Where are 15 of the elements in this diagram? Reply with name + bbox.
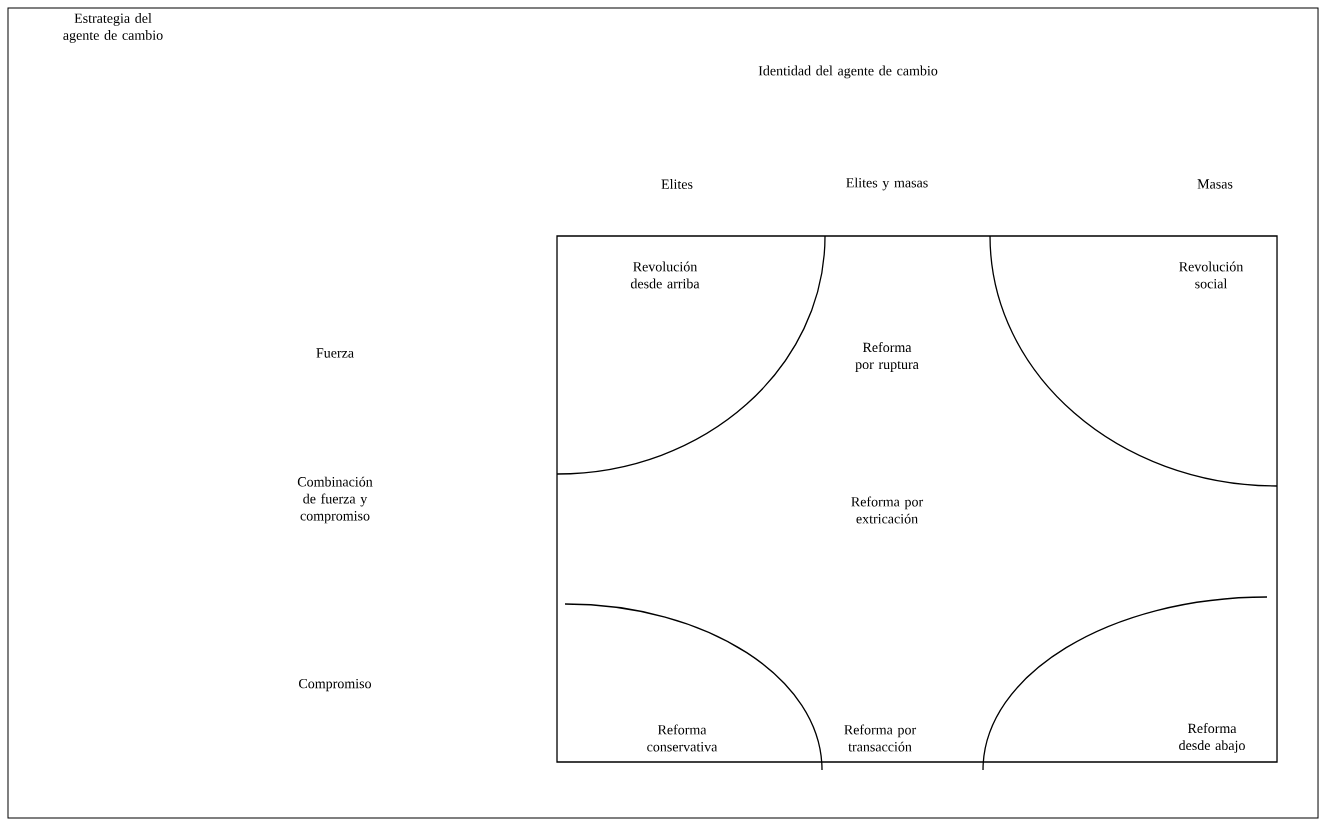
region-label: Reforma por extricación <box>851 496 924 524</box>
region-label: Reforma por ruptura <box>855 342 919 372</box>
region-label: Revolución desde arriba <box>630 261 700 289</box>
axis-title: Estrategia del agente de cambio <box>63 13 163 43</box>
column-heading: Masas <box>1197 179 1233 189</box>
row-label: Fuerza <box>316 348 354 358</box>
region-label: Reforma por transacción <box>844 724 917 752</box>
column-heading: Elites <box>661 179 693 189</box>
column-heading: Elites y masas <box>846 177 928 191</box>
region-label: Revolución social <box>1179 261 1244 289</box>
region-label: Reforma conservativa <box>647 724 718 752</box>
row-label: Compromiso <box>299 678 372 692</box>
region-label: Reforma desde abajo <box>1179 723 1245 753</box>
row-label: Combinación de fuerza y compromiso <box>297 476 373 524</box>
axis-title: Identidad del agente de cambio <box>758 65 938 79</box>
